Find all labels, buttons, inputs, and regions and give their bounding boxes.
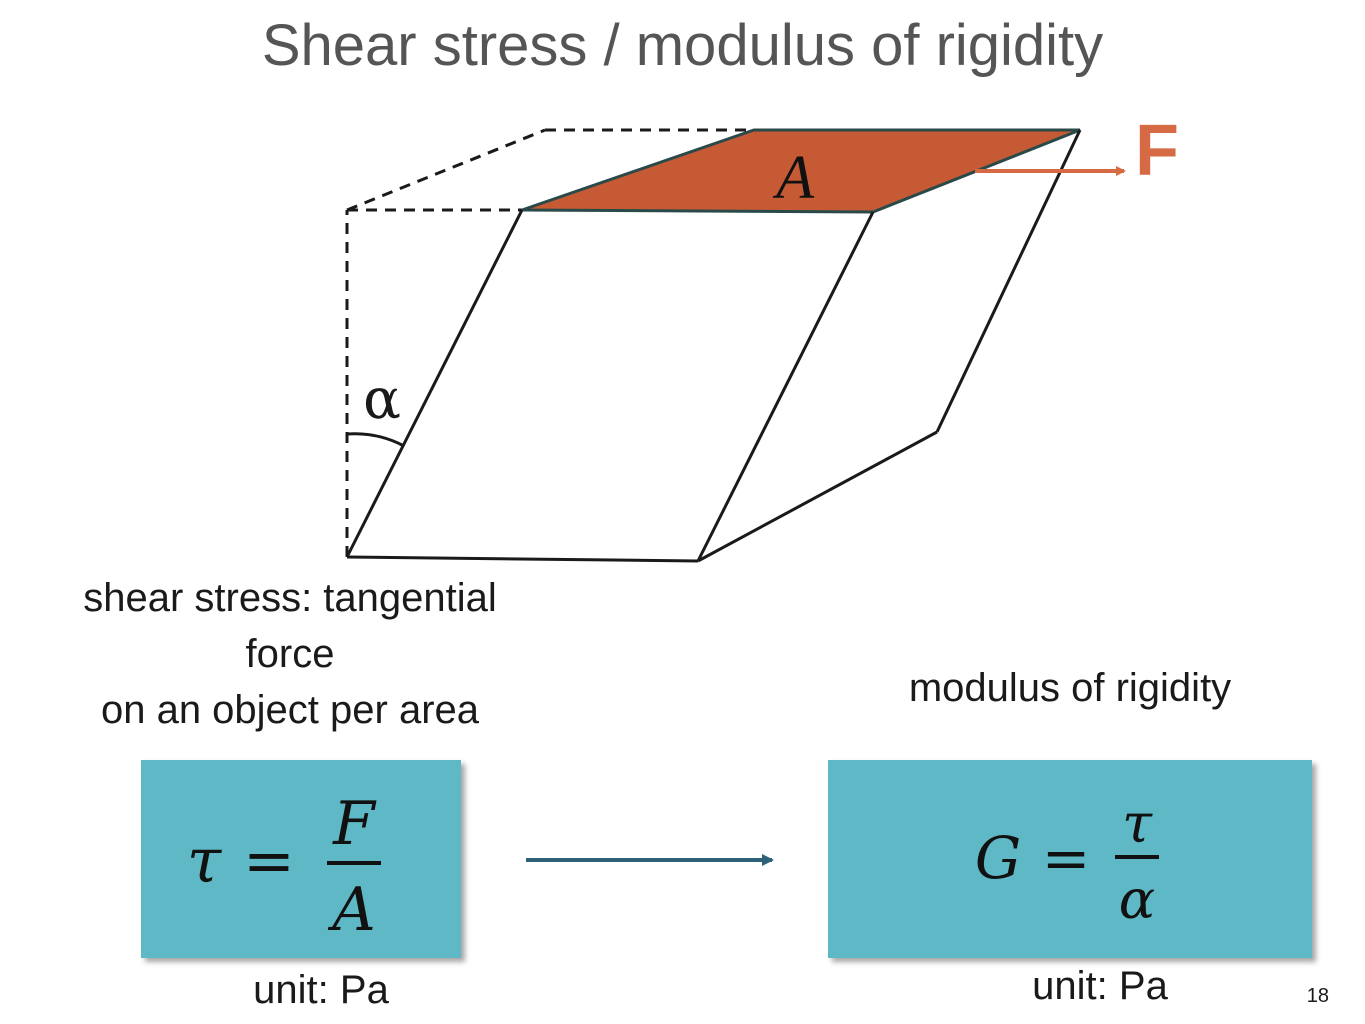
formula-equals: = — [243, 824, 295, 897]
formula-denominator-a: A — [327, 875, 375, 945]
shear-stress-unit: unit: Pa — [253, 968, 389, 1012]
modulus-formula: G = τ α — [975, 792, 1159, 931]
formula-lhs-g: G — [975, 824, 1021, 892]
sheared-block — [345, 129, 1082, 563]
formula-lhs-tau: τ — [187, 824, 223, 897]
formula-numerator-f: F — [332, 789, 377, 859]
area-label: A — [772, 144, 815, 212]
modulus-unit: unit: Pa — [1032, 964, 1168, 1008]
slide-title: Shear stress / modulus of rigidity — [261, 13, 1104, 78]
angle-arc — [346, 432, 405, 448]
force-label: F — [1135, 111, 1179, 191]
shear-stress-formula: τ = F A — [187, 789, 381, 945]
shear-stress-caption: shear stress: tangential force on an obj… — [30, 570, 550, 738]
formula-denominator-alpha: α — [1119, 868, 1155, 931]
shear-stress-caption-line3: on an object per area — [100, 688, 480, 732]
formula-equals: = — [1042, 824, 1091, 892]
shear-stress-formula-box: τ = F A — [141, 760, 461, 958]
shear-stress-caption-line1: shear stress: tangential — [83, 576, 497, 620]
angle-label: α — [363, 367, 401, 432]
shear-stress-caption-line2: force — [245, 632, 335, 676]
modulus-formula-box: G = τ α — [828, 760, 1312, 958]
original-block-outline — [345, 128, 752, 557]
page-number: 18 — [1306, 985, 1329, 1007]
modulus-caption: modulus of rigidity — [908, 666, 1232, 710]
formula-numerator-tau: τ — [1122, 792, 1153, 855]
